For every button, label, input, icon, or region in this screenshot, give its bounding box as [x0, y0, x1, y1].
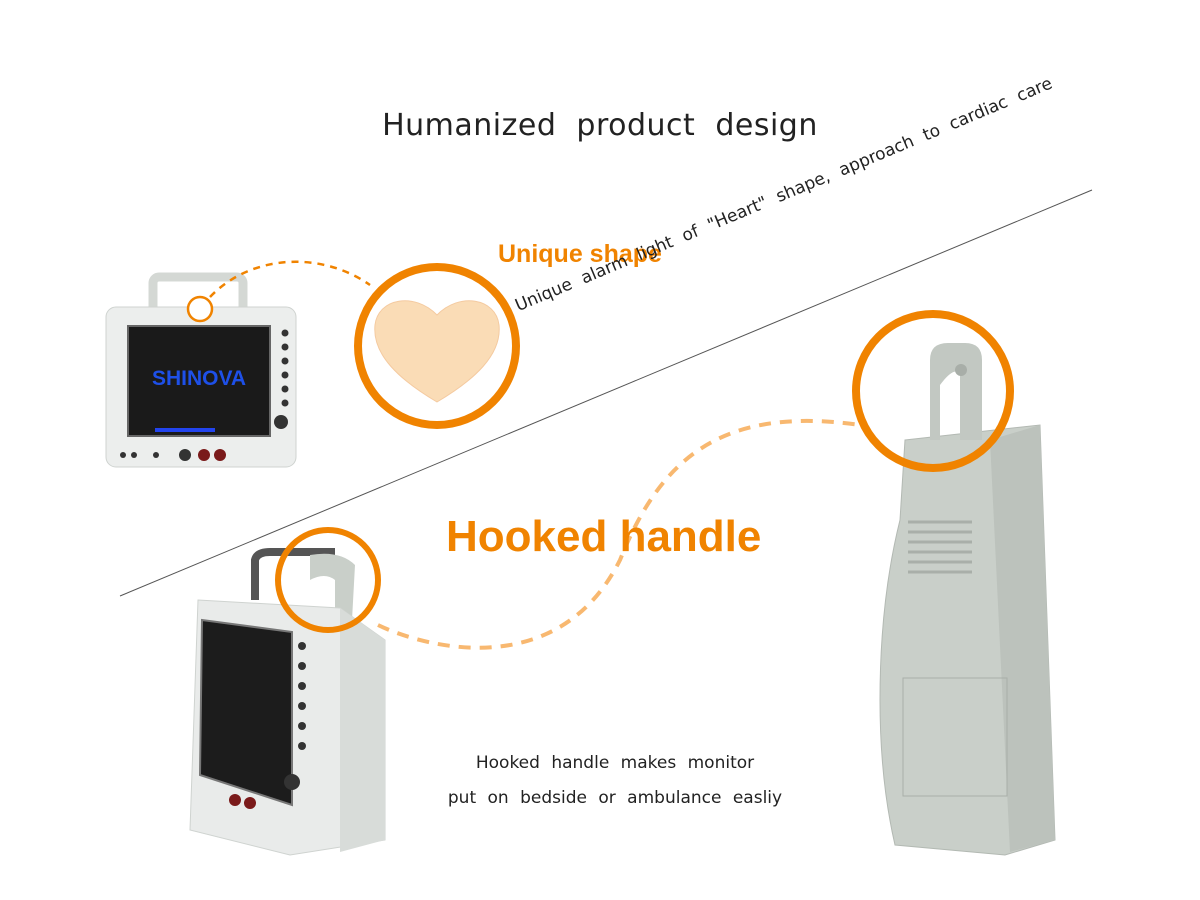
feature-heading-hooked-handle: Hooked handle	[446, 512, 762, 561]
monitor-side-image	[852, 310, 1056, 856]
heart-icon	[374, 300, 500, 403]
caption-line-1: Hooked handle makes monitor	[475, 753, 755, 773]
monitor-angled-image	[189, 527, 386, 856]
monitor-front-image: SHINOVA	[105, 272, 297, 468]
connector-line	[377, 419, 861, 650]
feature-heading-unique-shape: Unique shape	[498, 240, 662, 268]
caption-line-2: put on bedside or ambulance easliy	[447, 788, 783, 808]
page-title: Humanized product design	[382, 108, 818, 143]
heart-alarm-zoom	[354, 263, 520, 429]
handle-highlight	[275, 527, 381, 633]
hook-highlight	[852, 310, 1014, 472]
shinova-logo: SHINOVA	[152, 367, 246, 390]
alarm-light-highlight	[186, 295, 214, 323]
diagonal-divider	[119, 189, 1093, 597]
connector-line	[209, 260, 371, 298]
